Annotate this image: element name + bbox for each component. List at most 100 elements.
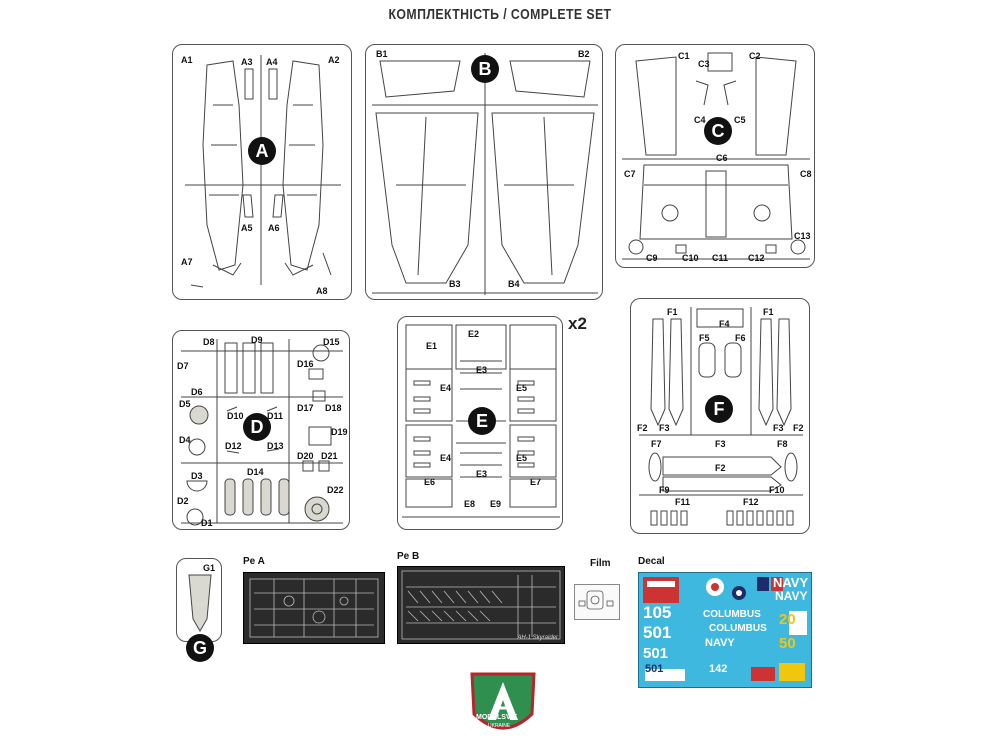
sprue-g: G1: [176, 558, 222, 642]
sprue-e-multiplier: x2: [568, 314, 587, 333]
logo-text: MODELSVIT: [476, 714, 517, 721]
label-f2-right: F2: [793, 423, 804, 433]
label-e5-top: E5: [516, 383, 528, 393]
pe-a-label: Pe A: [243, 556, 265, 567]
label-c7: C7: [624, 169, 636, 179]
label-f7: F7: [651, 439, 662, 449]
label-e9: E9: [490, 499, 502, 509]
label-f9: F9: [659, 485, 670, 495]
label-e3-bottom: E3: [476, 469, 488, 479]
label-c5: C5: [734, 115, 746, 125]
label-f8: F8: [777, 439, 788, 449]
label-e7: E7: [530, 477, 542, 487]
label-d15: D15: [323, 337, 340, 347]
label-d18: D18: [325, 403, 342, 413]
decal-501-3: 501: [645, 663, 664, 675]
label-f2-mid: F2: [715, 463, 726, 473]
pe-a-sheet: [243, 572, 385, 644]
film-label: Film: [590, 558, 611, 569]
label-a4: A4: [266, 57, 278, 67]
sprue-d-drawing: [181, 339, 343, 526]
label-f12: F12: [743, 497, 759, 507]
film-sheet: [574, 584, 620, 620]
modelsvit-logo: MODELSVIT UKRAINE: [466, 668, 540, 744]
label-b1: B1: [376, 49, 388, 59]
label-e4-top: E4: [440, 383, 452, 393]
pe-b-label: Pe B: [397, 551, 420, 562]
label-f1-right: F1: [763, 307, 774, 317]
decal-navy-3: NAVY: [705, 637, 735, 649]
sprue-a-drawing: [185, 55, 341, 288]
label-a1: A1: [181, 55, 193, 65]
sprue-c-badge: C: [704, 117, 732, 145]
label-a2: A2: [328, 55, 340, 65]
sprue-d-badge: D: [243, 413, 271, 441]
sprue-c-drawing: [622, 52, 810, 260]
label-f2-left: F2: [637, 423, 648, 433]
decal-105: 105: [643, 603, 672, 622]
sprue-f: F F1 F1 F2 F2 F3 F3 F4 F5 F6 F7 F3 F8 F2…: [630, 298, 810, 534]
label-c12: C12: [748, 253, 765, 263]
logo-subtext: UKRAINE: [488, 723, 511, 729]
label-d22: D22: [327, 485, 344, 495]
label-a3: A3: [241, 57, 253, 67]
label-f10: F10: [769, 485, 785, 495]
label-d17: D17: [297, 403, 314, 413]
decal-50: 50: [779, 635, 796, 652]
label-b2: B2: [578, 49, 590, 59]
sprue-a: A A1 A2 A3 A4 A5 A6 A7 A8: [172, 44, 352, 300]
label-d20: D20: [297, 451, 314, 461]
label-e6: E6: [424, 477, 436, 487]
sprue-a-badge: A: [248, 137, 276, 165]
sprue-g-drawing: [188, 574, 212, 632]
label-a7: A7: [181, 257, 193, 267]
label-f11: F11: [675, 497, 691, 507]
label-d10: D10: [227, 411, 244, 421]
label-b4: B4: [508, 279, 520, 289]
sprue-g-badge: G: [186, 634, 214, 662]
sprue-d: D D1 D2 D3 D4 D5 D6 D7 D8 D9 D10 D11 D12…: [172, 330, 350, 530]
pe-b-caption: AH-1 Skyraider: [517, 635, 558, 641]
label-d6: D6: [191, 387, 203, 397]
label-d13: D13: [267, 441, 284, 451]
decal-501-2: 501: [643, 645, 669, 662]
logo-shield-icon: [470, 672, 536, 730]
label-d19: D19: [331, 427, 348, 437]
label-f6: F6: [735, 333, 746, 343]
label-f3-mid: F3: [715, 439, 726, 449]
film-drawing: [578, 590, 614, 610]
label-c4: C4: [694, 115, 706, 125]
label-e2: E2: [468, 329, 480, 339]
label-d5: D5: [179, 399, 191, 409]
label-d14: D14: [247, 467, 264, 477]
pe-a-drawing: [249, 578, 379, 638]
sprue-b: B B1 B2 B3 B4: [365, 44, 603, 300]
label-d3: D3: [191, 471, 203, 481]
label-e5-bottom: E5: [516, 453, 528, 463]
decal-142: 142: [709, 663, 728, 675]
sprue-b-drawing: [372, 53, 598, 295]
sprue-e: E E1 E2 E3 E4 E5 E3 E4 E5 E6 E7 E8 E9: [397, 316, 563, 530]
label-c3: C3: [698, 59, 710, 69]
decal-columbus-2: COLUMBUS: [709, 623, 767, 634]
label-d1: D1: [201, 518, 213, 528]
pe-b-sheet: AH-1 Skyraider: [397, 566, 565, 644]
label-c11: C11: [712, 253, 729, 263]
label-d8: D8: [203, 337, 215, 347]
decal-columbus-1: COLUMBUS: [703, 609, 761, 620]
label-c2: C2: [749, 51, 761, 61]
label-e3-top: E3: [476, 365, 488, 375]
label-c6: C6: [716, 153, 728, 163]
label-d7: D7: [177, 361, 189, 371]
sprue-f-drawing: [639, 307, 803, 526]
decal-20: 20: [779, 611, 796, 628]
sprue-f-badge: F: [705, 395, 733, 423]
label-c9: C9: [646, 253, 658, 263]
decal-sheet: NAVY NAVY COLUMBUS COLUMBUS NAVY 501 501…: [638, 572, 812, 688]
pe-b-drawing: [401, 570, 561, 640]
label-c10: C10: [682, 253, 699, 263]
sprue-e-badge: E: [468, 407, 496, 435]
decal-label: Decal: [638, 556, 665, 567]
label-c13: C13: [794, 231, 811, 241]
label-d11: D11: [267, 411, 284, 421]
